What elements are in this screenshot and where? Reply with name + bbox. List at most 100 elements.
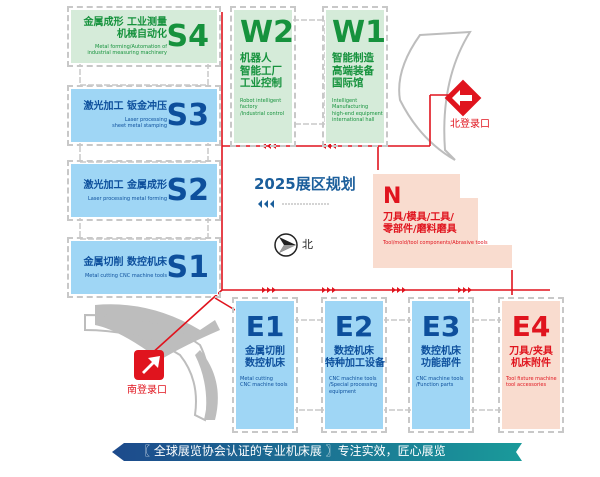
compass-label: 北: [302, 238, 313, 251]
hall-name-line: 零部件/磨料磨具: [383, 224, 457, 235]
south-entrance-gate: [134, 350, 164, 380]
hall-name-en: Robot intelligent factory /Industrial co…: [240, 98, 284, 117]
route-arrow-icon: [262, 287, 276, 293]
hall-name-line: 机床附件: [511, 358, 551, 369]
north-entrance-building: [398, 30, 472, 161]
hall-code: E2: [334, 310, 374, 343]
hall-s2[interactable]: S2 激光加工 金属成形 Laser processing metal form…: [67, 160, 221, 221]
hall-name-en-line: equipment: [329, 388, 357, 395]
compass: [274, 233, 298, 257]
hall-name-line: 高端装备: [332, 64, 374, 77]
hall-name-zh: 激光加工 金属成形: [84, 180, 167, 192]
page-title: 2025展区规划: [254, 175, 356, 193]
hall-name-en: CNC machine tools /Function parts: [416, 376, 463, 389]
hall-name-line: 数控机床: [334, 346, 374, 357]
hall-name-line: 激光加工 金属成形: [83, 180, 167, 191]
hall-name-line: 功能部件: [421, 358, 461, 369]
hall-name-en-line: Intelligent: [332, 98, 358, 104]
south-entrance-label[interactable]: 南登录口: [127, 385, 167, 396]
hall-name-line: 智能制造: [332, 52, 374, 64]
route-arrow-icon: [322, 287, 336, 293]
hall-e2[interactable]: E2 数控机床 特种加工设备 CNC machine tools /Specia…: [321, 297, 387, 433]
hall-name-en-line: Robot intelligent: [240, 98, 282, 104]
hall-name-line: 机器人: [240, 52, 272, 64]
hall-name-en: Laser processing metal forming: [88, 196, 167, 202]
hall-name-line: 金属切削: [245, 346, 285, 357]
hall-name-en-line: CNC machine tools: [329, 376, 377, 382]
hall-name-en-line: Tool fixture machine: [506, 376, 557, 382]
hall-e3[interactable]: E3 数控机床 功能部件 CNC machine tools /Function…: [408, 297, 474, 433]
hall-name-line: 刀具/模具/工具/: [383, 212, 454, 223]
hall-name-line: 国际馆: [332, 77, 364, 90]
hall-name-en-line: /Special processing: [329, 382, 378, 389]
hall-code: S2: [166, 173, 209, 208]
hall-name-en-line: industrial measuring machinery: [87, 50, 167, 57]
hall-name-zh: 激光加工 钣金冲压: [84, 101, 167, 113]
hall-code: S3: [166, 98, 209, 133]
hall-name-line: 工业控制: [240, 77, 282, 90]
hall-name-line: 刀具/夹具: [509, 346, 553, 357]
hall-name-en-line: Laser processing metal forming: [87, 196, 167, 202]
hall-name-zh: 机器人 智能工厂 工业控制: [240, 52, 282, 90]
hall-name-en-line: /Function parts: [416, 382, 454, 389]
hall-n-name-zh: 刀具/模具/工具/ 零部件/磨料磨具: [383, 212, 457, 236]
hall-name-en: Metal cutting CNC machine tools: [240, 376, 287, 389]
hall-name-zh: 智能制造 高端装备 国际馆: [332, 52, 374, 90]
hall-name-zh: 数控机床 功能部件: [412, 346, 470, 370]
hall-name-en: CNC machine tools /Special processing eq…: [329, 376, 377, 395]
hall-e1[interactable]: E1 金属切削 数控机床 Metal cutting CNC machine t…: [232, 297, 298, 433]
hall-s4[interactable]: S4 金属成形 工业测量 机械自动化 Metal forming/Automat…: [67, 6, 221, 67]
hall-name-line: 金属切削 数控机床: [83, 257, 167, 268]
hall-code: E1: [245, 310, 285, 343]
banner-text: 〖 全球展览协会认证的专业机床展 〗专注实效，匠心展览: [138, 444, 446, 458]
hall-name-en-line: CNC machine tools: [416, 376, 464, 382]
hall-name-en-line: high-end equipment: [332, 110, 383, 117]
hall-name-zh: 金属切削 数控机床: [236, 346, 294, 370]
banner-shape: [112, 443, 522, 461]
hall-name-zh: 金属切削 数控机床: [84, 257, 167, 269]
hall-name-line: 金属成形 工业测量: [83, 17, 167, 28]
route-arrow-icon: [322, 143, 336, 149]
hall-name-line: 特种加工设备: [325, 358, 385, 369]
hall-code: E4: [511, 310, 551, 343]
hall-name-line: 智能工厂: [240, 64, 282, 77]
hall-name-en: Laser processing sheet metal stamping: [112, 117, 167, 130]
hall-name-en-line: Metal forming/Automation of: [95, 44, 167, 50]
hall-w1[interactable]: W1 智能制造 高端装备 国际馆 Intelligent Manufacturi…: [322, 6, 388, 147]
hall-name-en-line: sheet metal stamping: [112, 123, 167, 130]
north-entrance-gate: [444, 79, 482, 117]
hall-s3[interactable]: S3 激光加工 钣金冲压 Laser processing sheet meta…: [67, 85, 221, 146]
hall-name-line: 激光加工 钣金冲压: [83, 101, 167, 112]
hall-name-en-line: tool accessories: [506, 382, 547, 389]
hall-code: W1: [332, 15, 386, 50]
hall-name-line: 数控机床: [245, 358, 285, 369]
hall-name-zh: 金属成形 工业测量 机械自动化: [84, 17, 167, 41]
hall-name-zh: 刀具/夹具 机床附件: [502, 346, 560, 370]
hall-e4[interactable]: E4 刀具/夹具 机床附件 Tool fixture machine tool …: [498, 297, 564, 433]
hall-code: E3: [421, 310, 461, 343]
hall-name-en-line: CNC machine tools: [240, 382, 288, 389]
hall-n-name-en: Tool/mold/tool components/Abrasive tools: [383, 240, 488, 246]
slogan-banner: 〖 全球展览协会认证的专业机床展 〗专注实效，匠心展览: [112, 443, 522, 461]
south-entrance-building: [84, 304, 220, 422]
hall-name-en-line: international hall: [332, 116, 375, 123]
route-arrow-icon: [262, 143, 276, 149]
hall-name-en-line: /Industrial control: [240, 110, 285, 117]
hall-name-en: Intelligent Manufacturing high-end equip…: [332, 98, 383, 123]
hall-n-shape: [373, 174, 512, 268]
hall-name-en: Metal forming/Automation of industrial m…: [87, 44, 167, 57]
hall-name-en: Metal cutting CNC machine tools: [85, 273, 167, 279]
hall-n-code[interactable]: N: [383, 184, 402, 209]
route-arrows: [262, 143, 472, 293]
north-entrance-label[interactable]: 北登录口: [450, 119, 490, 130]
title-decoration: [258, 200, 330, 208]
hall-w2[interactable]: W2 机器人 智能工厂 工业控制 Robot intelligent facto…: [230, 6, 296, 147]
hall-name-en-line: Laser processing: [124, 117, 167, 123]
hall-name-line: 机械自动化: [117, 29, 167, 40]
hall-name-line: 数控机床: [421, 346, 461, 357]
hall-name-en-line: Manufacturing: [332, 104, 369, 111]
route-arrow-icon: [458, 287, 472, 293]
hall-s1[interactable]: S1 金属切削 数控机床 Metal cutting CNC machine t…: [67, 237, 221, 298]
hall-name-en: Tool fixture machine tool accessories: [506, 376, 557, 389]
